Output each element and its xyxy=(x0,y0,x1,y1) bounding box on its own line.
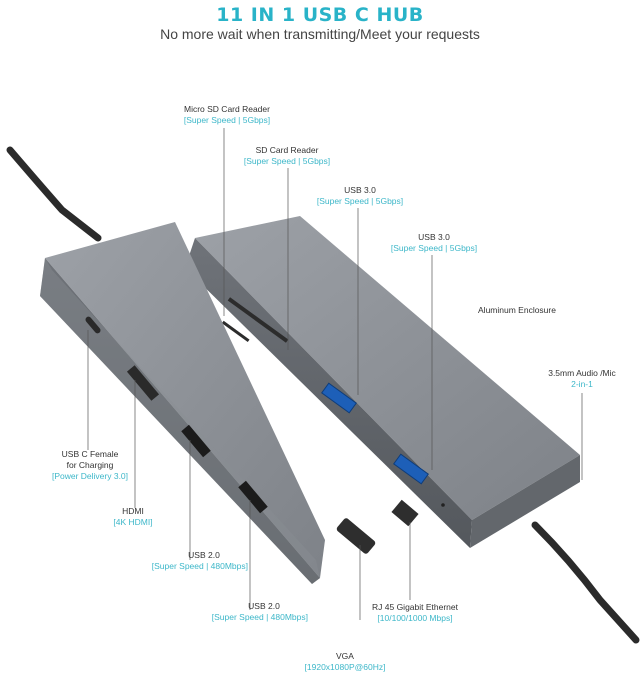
callout-sd-spec: [Super Speed | 5Gbps] xyxy=(243,156,331,166)
callout-rj45-spec: [10/100/1000 Mbps] xyxy=(377,613,453,623)
callout-usbc-spec: [Power Delivery 3.0] xyxy=(51,471,129,481)
callout-hdmi-name: HDMI xyxy=(122,506,144,516)
rj45-port xyxy=(391,499,419,527)
led-dot xyxy=(441,503,445,507)
callout-usb2-b: USB 2.0 [Super Speed | 480Mbps] xyxy=(180,601,308,623)
cable-right xyxy=(531,521,640,644)
usbc-port xyxy=(85,316,101,334)
callout-microsd-name: Micro SD Card Reader xyxy=(184,104,270,114)
usb2-port-b xyxy=(238,480,268,514)
callout-audio-name: 3.5mm Audio /Mic xyxy=(548,368,616,378)
cable-left xyxy=(6,146,102,242)
callout-usb3-b-name: USB 3.0 xyxy=(418,232,450,242)
hub-back xyxy=(185,216,580,548)
callout-usbc-line2: for Charging xyxy=(66,460,114,470)
callout-usb3-b: USB 3.0 [Super Speed | 5Gbps] xyxy=(379,232,489,254)
callout-rj45-name: RJ 45 Gigabit Ethernet xyxy=(372,602,458,612)
callout-rj45: RJ 45 Gigabit Ethernet [10/100/1000 Mbps… xyxy=(356,602,474,624)
callout-microsd: Micro SD Card Reader [Super Speed | 5Gbp… xyxy=(172,104,282,126)
callout-usb2-a-spec: [Super Speed | 480Mbps] xyxy=(151,561,248,571)
callout-enclosure: Aluminum Enclosure xyxy=(462,305,572,316)
vga-port xyxy=(336,518,376,554)
callout-usb3-a-spec: [Super Speed | 5Gbps] xyxy=(316,196,404,206)
callout-usb2-a: USB 2.0 [Super Speed | 480Mbps] xyxy=(120,550,248,572)
usb2-port-a xyxy=(181,424,211,458)
callout-vga-spec: [1920x1080P@60Hz] xyxy=(304,662,386,672)
callout-audio: 3.5mm Audio /Mic 2-in-1 xyxy=(532,368,632,390)
callout-sd-name: SD Card Reader xyxy=(255,145,319,155)
callout-enclosure-name: Aluminum Enclosure xyxy=(478,305,556,315)
microsd-slot xyxy=(221,320,250,343)
sd-slot xyxy=(227,297,289,343)
callout-hdmi-spec: [4K HDMI] xyxy=(113,517,153,527)
callout-usb2-b-name: USB 2.0 xyxy=(248,601,280,611)
callout-usb3-b-spec: [Super Speed | 5Gbps] xyxy=(390,243,478,253)
usb3-port-a xyxy=(321,382,357,414)
callout-usb3-a-name: USB 3.0 xyxy=(344,185,376,195)
callout-sd: SD Card Reader [Super Speed | 5Gbps] xyxy=(232,145,342,167)
callout-audio-spec: 2-in-1 xyxy=(571,379,593,389)
callout-hdmi: HDMI [4K HDMI] xyxy=(98,506,168,528)
usb3-port-b xyxy=(393,453,429,485)
callout-usb2-b-spec: [Super Speed | 480Mbps] xyxy=(211,612,308,622)
callout-microsd-spec: [Super Speed | 5Gbps] xyxy=(183,115,271,125)
page-title: 11 IN 1 USB C HUB xyxy=(216,4,424,26)
callout-usbc: USB C Female for Charging [Power Deliver… xyxy=(40,449,140,482)
callout-usb3-a: USB 3.0 [Super Speed | 5Gbps] xyxy=(305,185,415,207)
callout-usb2-a-name: USB 2.0 xyxy=(188,550,220,560)
hdmi-port xyxy=(126,365,160,401)
callout-vga: VGA [1920x1080P@60Hz] xyxy=(290,651,400,673)
callout-usbc-line1: USB C Female xyxy=(61,449,119,459)
callout-vga-name: VGA xyxy=(336,651,354,661)
page-subtitle: No more wait when transmitting/Meet your… xyxy=(160,26,480,42)
